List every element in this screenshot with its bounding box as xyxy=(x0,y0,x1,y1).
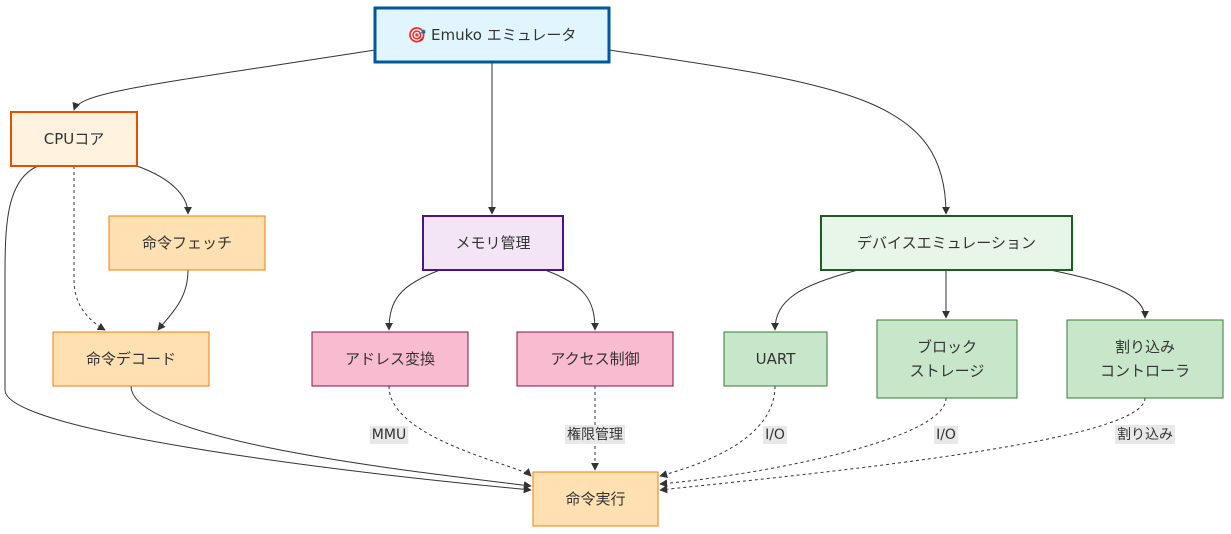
node-label: 割り込み xyxy=(1115,338,1175,356)
edge-label-block-to-exec: I/O xyxy=(934,426,958,444)
edge-root-to-device xyxy=(608,49,950,215)
edge-cpu-to-fetch xyxy=(136,165,192,215)
node-box xyxy=(108,215,266,271)
node-access: アクセス制御 xyxy=(516,331,674,387)
edge-decode-to-exec xyxy=(130,385,532,490)
node-label: アドレス変換 xyxy=(345,350,435,368)
node-root: 🎯 Emuko エミュレータ xyxy=(373,6,611,64)
edge-label-text: 割り込み xyxy=(1117,426,1173,443)
edge-label-text: I/O xyxy=(765,427,785,443)
edge-label-background xyxy=(565,425,625,444)
node-box xyxy=(1066,319,1224,399)
node-label: UART xyxy=(756,350,797,368)
edge-cpu-to-decode xyxy=(73,166,106,331)
edge-root-to-cpu xyxy=(72,49,376,111)
edge-memory-to-addr xyxy=(385,269,441,331)
edge-device-to-uart xyxy=(771,269,859,331)
edge-label-background xyxy=(763,426,787,444)
node-label: ストレージ xyxy=(910,362,985,380)
node-label: メモリ管理 xyxy=(455,234,530,252)
node-box xyxy=(516,331,674,387)
node-label: CPUコア xyxy=(44,130,105,148)
node-exec: 命令実行 xyxy=(532,471,659,527)
edge-label-interrupt-to-exec: 割り込み xyxy=(1115,425,1175,444)
edge-cpu-to-exec xyxy=(4,165,532,494)
node-decode: 命令デコード xyxy=(52,331,210,387)
edge-labels-layer: MMU 権限管理 I/O I/O 割り込み xyxy=(369,425,1175,444)
node-box xyxy=(422,215,564,271)
edge-device-to-interrupt xyxy=(1049,269,1149,319)
node-box xyxy=(876,319,1018,399)
node-cpu: CPUコア xyxy=(10,111,138,167)
edge-label-text: 権限管理 xyxy=(567,426,623,443)
edge-label-text: MMU xyxy=(372,427,406,443)
node-box xyxy=(10,111,138,167)
node-label: 命令フェッチ xyxy=(142,234,232,252)
node-memory: メモリ管理 xyxy=(422,215,564,271)
node-box xyxy=(52,331,210,387)
node-device: デバイスエミュレーション xyxy=(820,215,1073,271)
node-box xyxy=(820,215,1073,271)
node-box xyxy=(373,6,611,64)
node-label: コントローラ xyxy=(1100,362,1190,380)
edge-label-addr-to-exec: MMU xyxy=(369,426,409,444)
edge-uart-to-exec xyxy=(659,385,776,478)
edge-label-access-to-exec: 権限管理 xyxy=(565,425,625,444)
edge-interrupt-to-exec xyxy=(659,397,1146,494)
edge-addr-to-exec xyxy=(388,385,532,477)
edge-label-uart-to-exec: I/O xyxy=(763,426,787,444)
edge-label-background xyxy=(1115,425,1175,444)
node-box xyxy=(311,331,469,387)
edge-label-text: I/O xyxy=(936,427,956,443)
node-box xyxy=(723,331,828,387)
edge-fetch-to-decode xyxy=(157,269,189,331)
node-label: ブロック xyxy=(917,338,977,356)
node-label: 命令実行 xyxy=(565,490,625,508)
node-label: アクセス制御 xyxy=(550,350,639,368)
edge-memory-to-access xyxy=(544,269,599,331)
node-label: 🎯 Emuko エミュレータ xyxy=(408,26,577,44)
node-fetch: 命令フェッチ xyxy=(108,215,266,271)
node-addr: アドレス変換 xyxy=(311,331,469,387)
node-label: 命令デコード xyxy=(86,350,176,368)
edge-label-background xyxy=(934,426,958,444)
node-label: デバイスエミュレーション xyxy=(857,234,1036,252)
edge-block-to-exec xyxy=(659,397,947,488)
node-uart: UART xyxy=(723,331,828,387)
node-box xyxy=(532,471,659,527)
edge-label-background xyxy=(369,426,409,444)
